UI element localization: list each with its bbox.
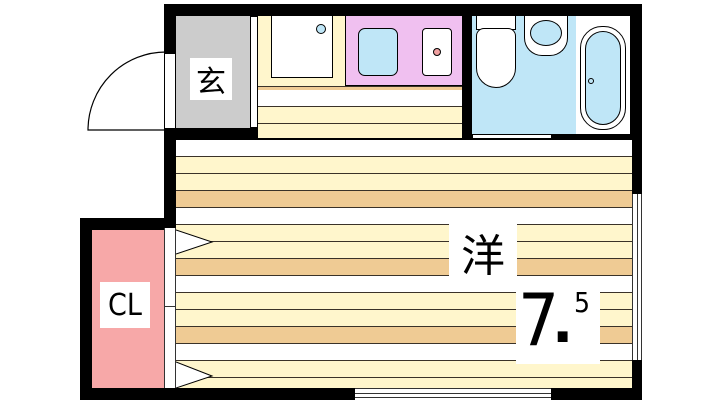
kitchen-counter[interactable] [345, 16, 462, 86]
wall-top [164, 4, 642, 16]
closet-door-top-icon [176, 229, 214, 255]
wall-left-mid [164, 128, 176, 228]
stove-icon [422, 28, 452, 76]
entrance-label: 玄 [190, 58, 232, 100]
closet-label: CL [100, 282, 150, 328]
closet-door-frame [164, 228, 176, 388]
wall-left-upper [164, 4, 176, 54]
toilet-bowl-icon[interactable] [476, 28, 516, 88]
wall-bottom-right [551, 388, 642, 400]
room-divider-line [258, 138, 632, 140]
wall-right-upper [630, 4, 642, 194]
room-size-label: 7 . 5 [516, 278, 600, 364]
closet-door-bottom-icon [176, 361, 214, 388]
entrance-wall-bottom [164, 128, 260, 140]
entrance-door-opening [164, 54, 176, 128]
wall-closet-top [80, 218, 176, 230]
room-size-dot: . [552, 291, 574, 356]
wall-closet-left [80, 218, 92, 400]
sink-icon [358, 28, 398, 76]
drain-icon [316, 24, 326, 34]
western-room-label: 洋 [449, 224, 517, 282]
window-right [632, 194, 642, 360]
entrance-door-swing-icon [87, 51, 167, 131]
washing-machine-space[interactable] [271, 16, 333, 78]
bathtub-icon[interactable] [576, 16, 630, 134]
washbasin-icon[interactable] [524, 16, 568, 56]
room-size-major: 7 [518, 278, 560, 362]
wall-right-lower [632, 360, 642, 398]
burner-icon [433, 48, 441, 56]
room-size-minor: 5 [574, 286, 591, 319]
window-bottom [355, 388, 551, 398]
bathroom-wall-left [462, 4, 472, 144]
entrance-step [250, 16, 258, 128]
wall-bottom [80, 388, 355, 400]
bathtub-drain-icon [588, 78, 594, 84]
